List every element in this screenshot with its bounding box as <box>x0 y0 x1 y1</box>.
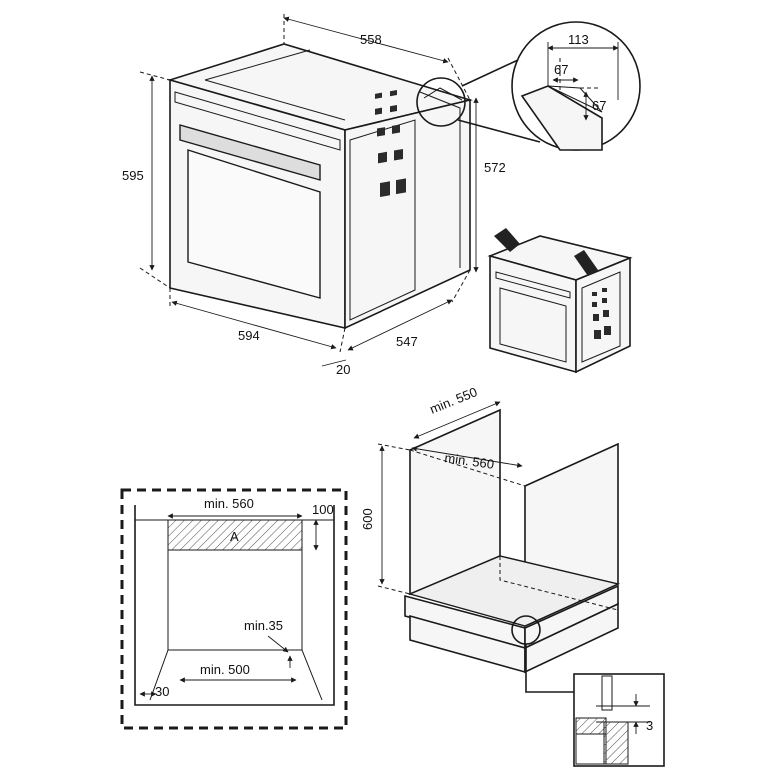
oven-door-window <box>187 149 321 299</box>
label-body-depth: 547 <box>396 334 418 349</box>
oven-dimension-lines <box>139 14 479 367</box>
label-front-thickness: 20 <box>336 362 350 377</box>
oven-drawing <box>167 43 474 330</box>
side-vents <box>375 89 406 197</box>
small-side-vents <box>592 288 611 339</box>
label-min-width-3d: min. 560 <box>444 450 495 472</box>
cabinet-3d-view <box>377 401 621 674</box>
label-side: 30 <box>155 684 169 699</box>
cabinet-front-view <box>120 488 348 730</box>
label-min-gap: min.35 <box>244 618 283 633</box>
corner-detail <box>416 21 641 151</box>
label-top-gap: 100 <box>312 502 334 517</box>
label-height: 595 <box>122 168 144 183</box>
base-detail-box <box>573 673 665 767</box>
label-min-depth: min. 550 <box>428 384 480 417</box>
label-area-a: A <box>230 529 239 544</box>
label-base-gap: 3 <box>646 718 653 733</box>
label-min-width-top: min. 560 <box>204 496 254 511</box>
hand-left-icon <box>494 228 520 252</box>
label-corner-notch-v: 67 <box>592 98 606 113</box>
label-width: 594 <box>238 328 260 343</box>
oven-carry-illustration <box>487 228 633 374</box>
label-depth-top: 558 <box>360 32 382 47</box>
label-min-width-bottom: min. 500 <box>200 662 250 677</box>
cabinet-outline-dashed <box>120 488 348 730</box>
hand-right-icon <box>574 250 598 276</box>
area-a <box>167 519 303 551</box>
label-corner-notch-h: 67 <box>554 62 568 77</box>
label-height-3d: 600 <box>360 508 375 530</box>
oven-handle <box>179 124 321 181</box>
label-body-height: 572 <box>484 160 506 175</box>
base-detail <box>511 615 665 767</box>
label-corner-width: 113 <box>568 32 589 47</box>
cabinet-floor <box>407 555 621 627</box>
